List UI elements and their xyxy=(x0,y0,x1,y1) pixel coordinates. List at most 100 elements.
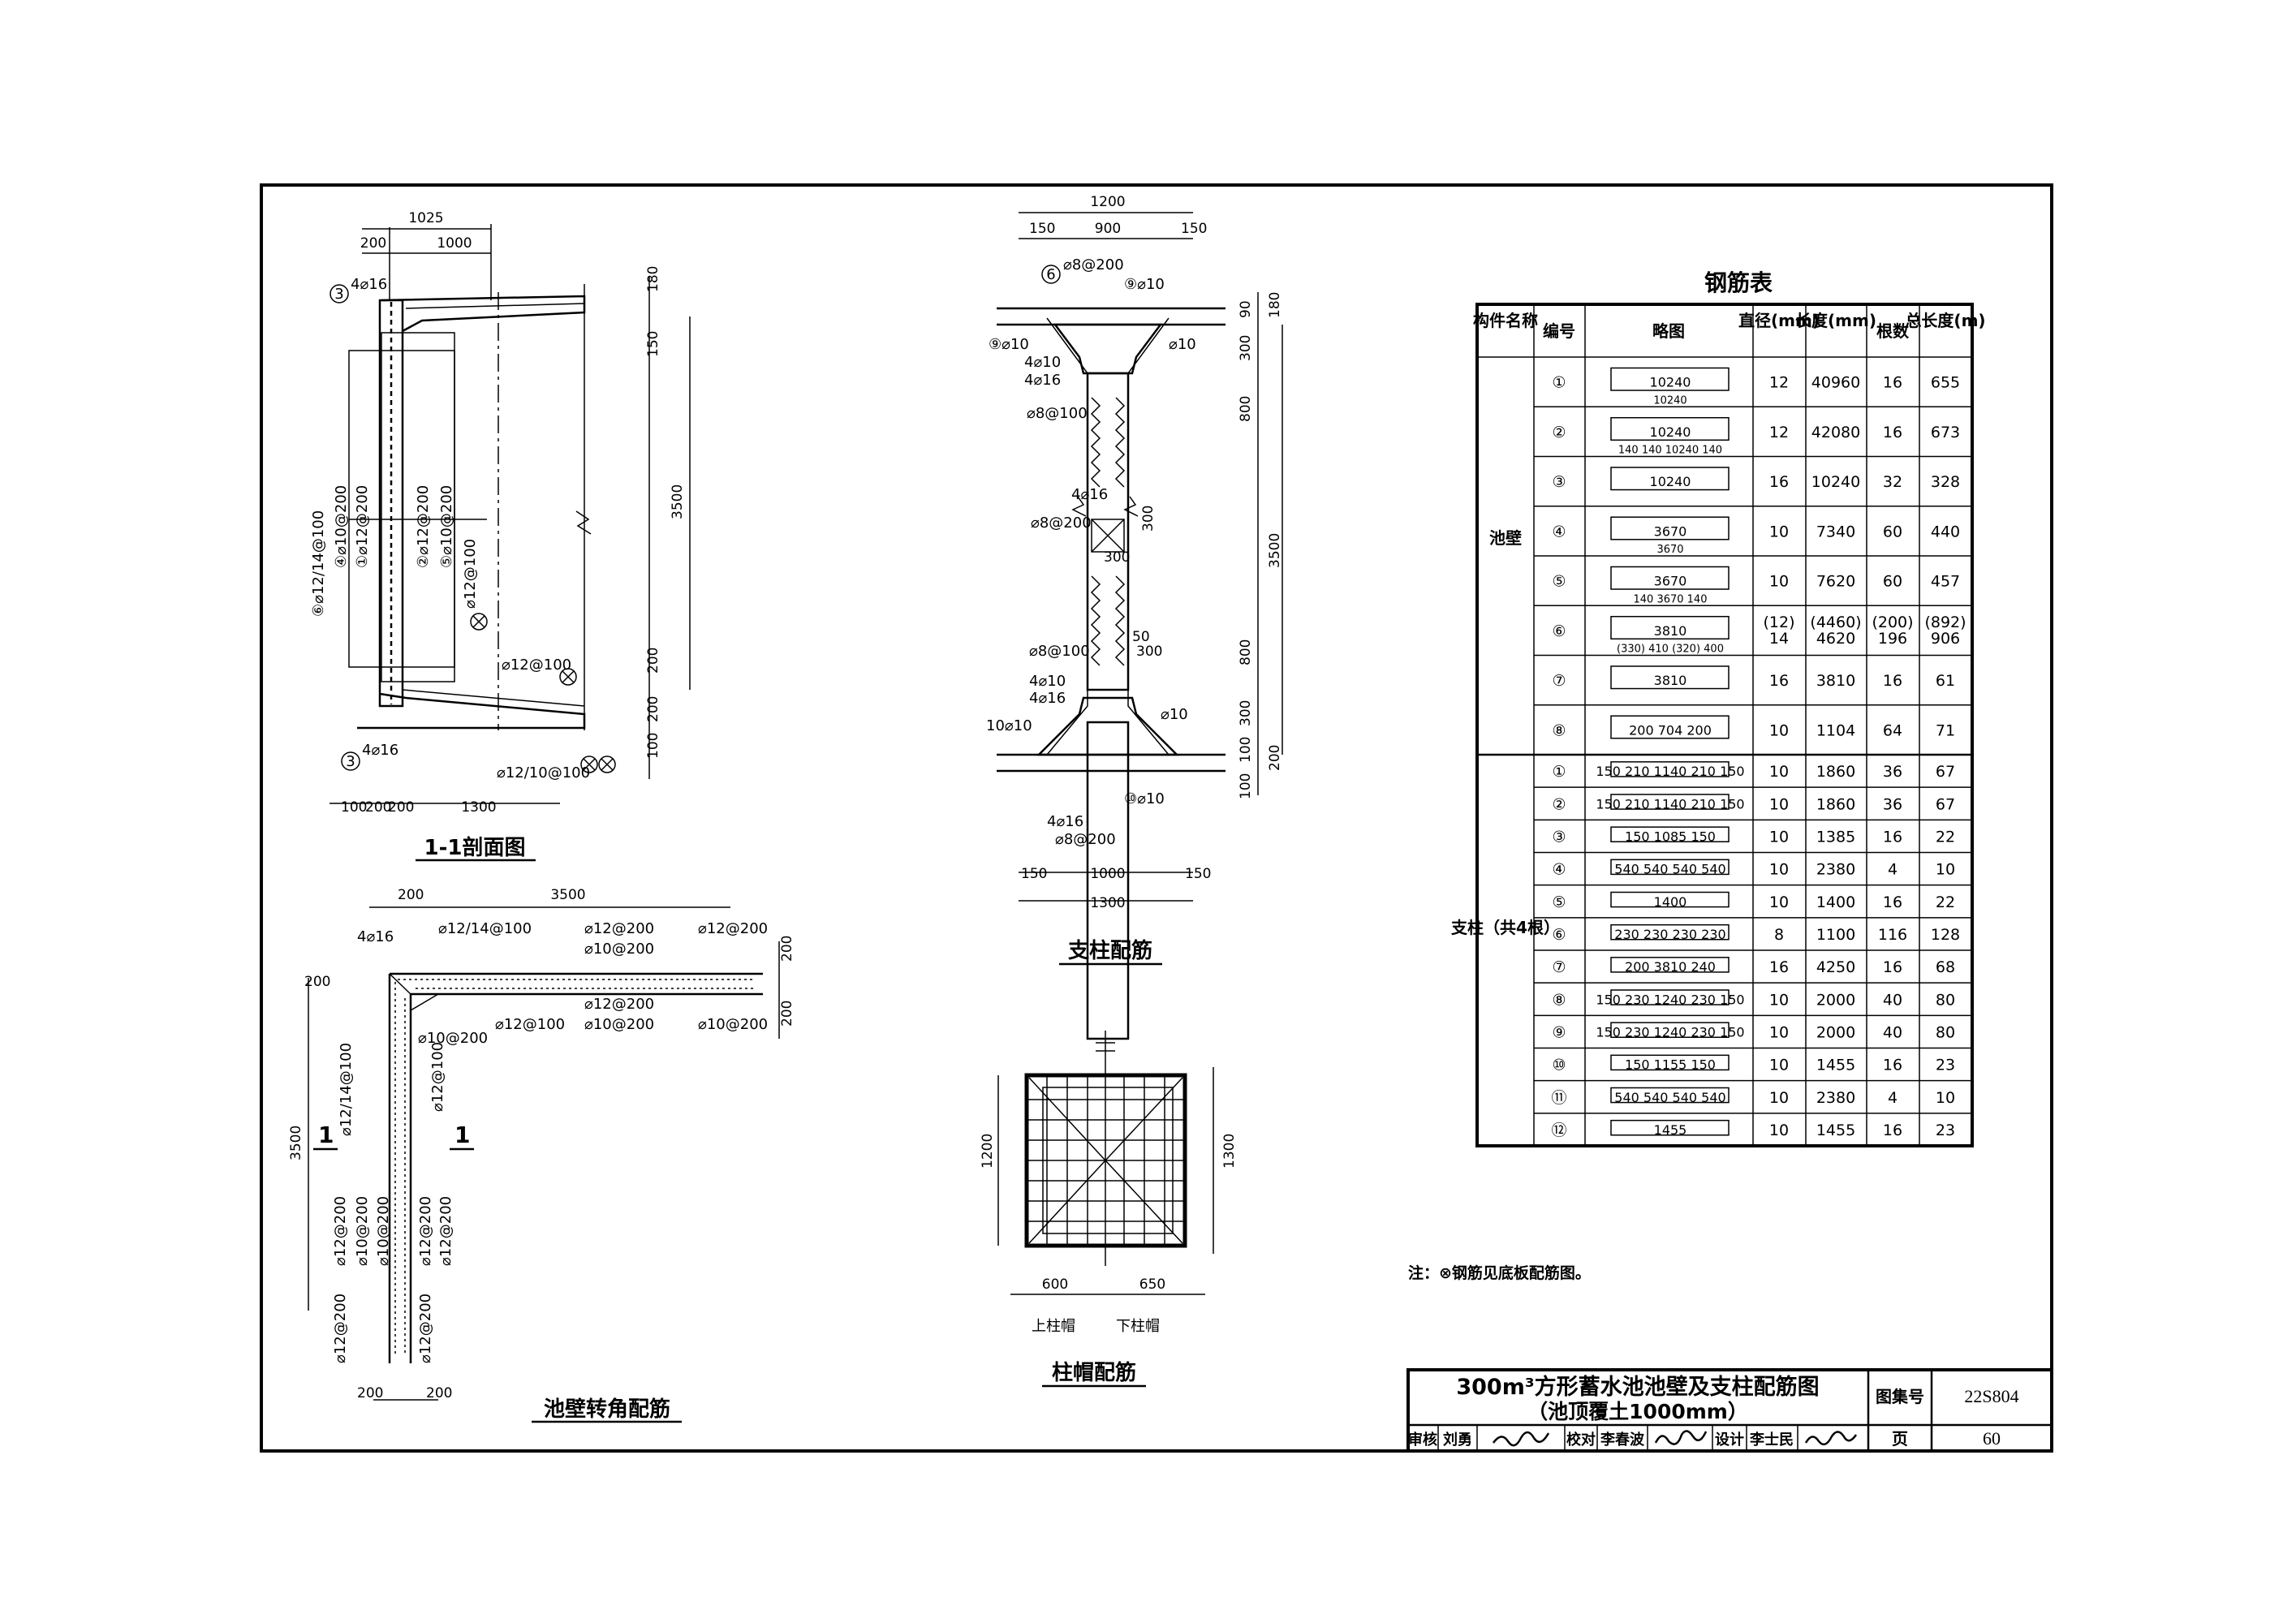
dim-c1200: 1200 xyxy=(1090,194,1125,210)
col-label-11: 4⌀10 xyxy=(1029,673,1066,690)
col-label-10: ⌀8@100 xyxy=(1029,643,1090,660)
corner-label-a18: ⌀12@200 xyxy=(332,1294,349,1363)
col-label-7: ⌀8@100 xyxy=(1027,405,1088,422)
col-row-len-3: 1385 xyxy=(1816,828,1855,846)
wall-row-no-8: ⑧ xyxy=(1552,721,1566,739)
col-row-dia-8: 10 xyxy=(1769,991,1789,1009)
col-row-sketch-5: 1400 xyxy=(1654,894,1687,910)
corner-label-a10: ⌀12/14@100 xyxy=(338,1043,355,1136)
wall-row-count-7: 16 xyxy=(1883,672,1902,690)
col-label-14: ⌀10 xyxy=(1161,706,1188,723)
atlas-label: 图集号 xyxy=(1876,1387,1924,1406)
col-row-sketch-4: 540 540 540 540 xyxy=(1614,862,1725,877)
col-row-total-3: 22 xyxy=(1936,828,1955,846)
col-row-count-2: 36 xyxy=(1883,795,1902,813)
wall-row-count-4: 60 xyxy=(1883,523,1902,540)
wall-row-sketch-3: 10240 xyxy=(1650,474,1691,489)
col-row-total-6: 128 xyxy=(1931,926,1960,944)
dim-c180: 180 xyxy=(1267,292,1283,318)
dim-200c: 200 xyxy=(645,696,661,722)
col-row-dia-9: 10 xyxy=(1769,1023,1789,1041)
designer-signature xyxy=(1804,1431,1858,1446)
wall-row-total-4: 440 xyxy=(1931,523,1960,540)
col-row-no-1: ① xyxy=(1552,763,1566,781)
wall-row-count-5: 60 xyxy=(1883,573,1902,591)
column-drawing: 1200 150 900 150 180 90 30 xyxy=(986,194,1283,1040)
col-row-len-8: 2000 xyxy=(1816,991,1855,1009)
wall-row-len-2: 42080 xyxy=(1811,424,1860,441)
dim-p1300: 1300 xyxy=(1221,1134,1238,1169)
dim-3500: 3500 xyxy=(670,484,686,519)
col-row-no-6: ⑥ xyxy=(1552,926,1566,944)
corner-label-a12: ⌀12@100 xyxy=(429,1042,446,1112)
dim-k200f: 200 xyxy=(426,1385,452,1401)
dim-c300c: 300 xyxy=(1136,644,1162,660)
reviewer: 刘勇 xyxy=(1443,1431,1472,1449)
group-column: 支柱（共4根） xyxy=(1451,918,1560,937)
wall-row-sketch-shape-1 xyxy=(1610,367,1730,391)
dim-k200b: 200 xyxy=(304,974,330,990)
wall-row-sketch-note-6: (330) 410 (320) 400 xyxy=(1617,644,1724,656)
col-row-total-8: 80 xyxy=(1936,991,1955,1009)
corner-label-a15: ⌀12@200 xyxy=(417,1196,434,1266)
col-row-total-10: 23 xyxy=(1936,1057,1955,1074)
col-row-sketch-3: 150 1085 150 xyxy=(1625,829,1716,844)
column-title: 支柱配筋 xyxy=(1068,938,1152,963)
design-label: 设计 xyxy=(1715,1431,1744,1449)
col-row-len-12: 1455 xyxy=(1816,1121,1855,1139)
corner-label-a19: ⌀12@200 xyxy=(417,1294,434,1363)
wall-row-sketch-7: 3810 xyxy=(1654,673,1687,688)
reviewer-signature xyxy=(1492,1431,1550,1447)
dim-c800: 800 xyxy=(1238,396,1254,422)
dim-c300e: 300 xyxy=(1104,549,1130,566)
col-row-count-6: 116 xyxy=(1878,926,1907,944)
wall-row-sketch-shape-8 xyxy=(1610,715,1730,739)
col-row-sketch-shape-10 xyxy=(1610,1054,1730,1071)
dim-k3500b: 3500 xyxy=(288,1126,304,1160)
col-row-dia-2: 10 xyxy=(1769,795,1789,813)
wall-row-no-7: ⑦ xyxy=(1552,672,1566,690)
wall-row-count-6-0: (200) xyxy=(1872,613,1913,631)
checker: 李春波 xyxy=(1600,1431,1645,1449)
corner-label-a14: ⌀10@200 xyxy=(354,1196,371,1266)
wall-row-dia-1: 12 xyxy=(1769,374,1789,392)
wall-row-total-7: 61 xyxy=(1936,672,1955,690)
corner-label-a7: ⌀10@200 xyxy=(698,1016,768,1033)
col-row-dia-10: 10 xyxy=(1769,1057,1789,1074)
col-row-total-5: 22 xyxy=(1936,893,1955,911)
dim-1025: 1025 xyxy=(408,210,443,226)
col-row-sketch-shape-11 xyxy=(1610,1087,1730,1104)
col-row-count-10: 16 xyxy=(1883,1057,1902,1074)
dim-k200d: 200 xyxy=(779,1001,795,1027)
wall-row-count-2: 16 xyxy=(1883,424,1902,441)
col-row-len-11: 2380 xyxy=(1816,1089,1855,1107)
note: 注：⊗钢筋见底板配筋图。 xyxy=(1408,1264,1591,1282)
col-label-3: ⑨⌀10 xyxy=(989,336,1029,353)
capital-lower-label: 下柱帽 xyxy=(1116,1318,1160,1335)
corner-label-a6: ⌀12@200 xyxy=(584,996,654,1013)
label-v3: ②⌀12@200 xyxy=(415,485,432,568)
col-row-no-8: ⑧ xyxy=(1552,991,1566,1009)
dim-c100: 100 xyxy=(1238,737,1254,763)
wall-row-dia-6-1: 14 xyxy=(1769,630,1789,648)
wall-row-total-5: 457 xyxy=(1931,573,1960,591)
dim-p650: 650 xyxy=(1139,1276,1165,1293)
header-no: 编号 xyxy=(1543,321,1575,341)
wall-row-no-5: ⑤ xyxy=(1552,573,1566,591)
dim-150: 150 xyxy=(645,331,661,357)
col-row-sketch-shape-7 xyxy=(1610,957,1730,973)
wall-row-len-4: 7340 xyxy=(1816,523,1855,540)
col-row-count-4: 4 xyxy=(1888,861,1898,879)
col-row-no-7: ⑦ xyxy=(1552,958,1566,976)
corner-label-a3: ⌀12@200 xyxy=(584,920,654,937)
col-label-12: 4⌀16 xyxy=(1029,690,1066,707)
wall-row-dia-5: 10 xyxy=(1769,573,1789,591)
col-row-sketch-10: 150 1155 150 xyxy=(1625,1057,1716,1073)
checker-signature xyxy=(1654,1430,1708,1445)
check-label: 校对 xyxy=(1566,1431,1596,1449)
label-h2: ⌀12/10@100 xyxy=(497,764,590,781)
dim-c300b: 300 xyxy=(1140,506,1157,532)
wall-row-len-8: 1104 xyxy=(1816,721,1855,739)
col-row-sketch-7: 200 3810 240 xyxy=(1625,959,1716,975)
